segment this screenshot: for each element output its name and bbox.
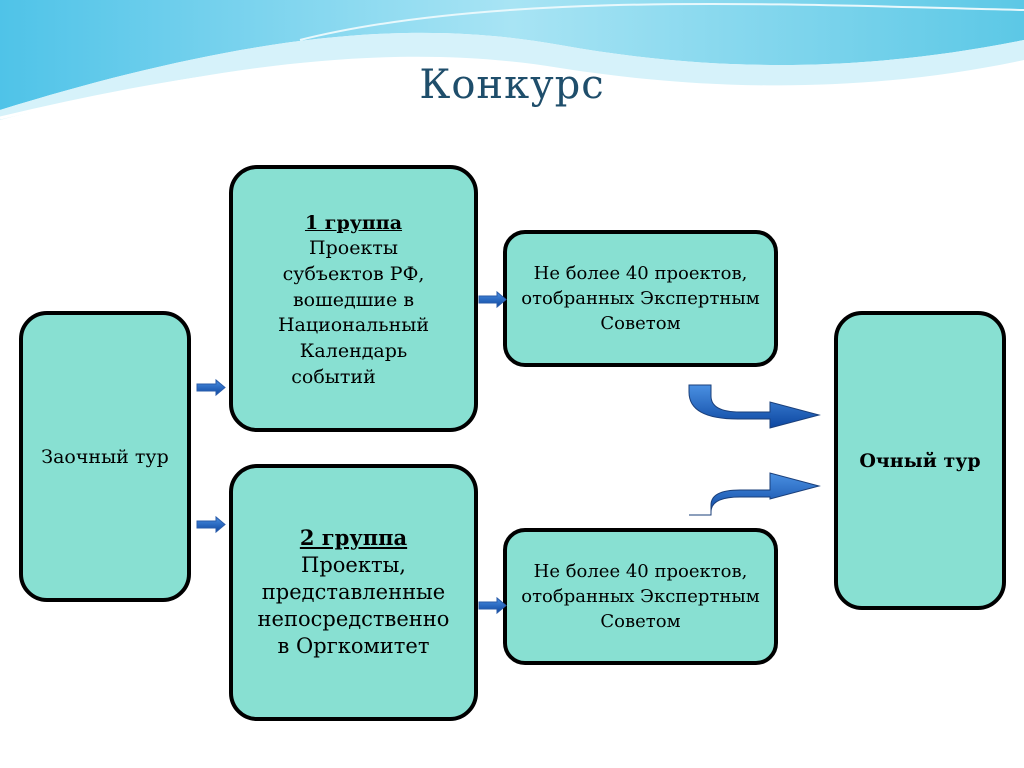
curved-arrow-icon <box>688 384 821 429</box>
node-heading: 1 группа <box>304 211 403 234</box>
node-heading: 2 группа <box>299 525 408 551</box>
node-zaochny-tour: Заочный тур <box>19 311 191 602</box>
arrow-right-icon <box>478 596 507 615</box>
node-line: Не более 40 проектов, <box>533 560 748 582</box>
node-line: Советом <box>600 313 681 335</box>
header-wave-decoration <box>0 0 1024 120</box>
node-line: представленные <box>261 579 446 604</box>
node-line: Национальный <box>277 314 430 337</box>
node-group-1: 1 группа Проекты субъектов РФ, вошедшие … <box>229 165 478 432</box>
arrow-right-icon <box>196 515 226 534</box>
node-line: непосредственно <box>257 607 450 632</box>
page-title: Конкурс <box>419 62 605 108</box>
node-line: событий <box>291 365 376 388</box>
node-line: Календарь <box>299 339 408 362</box>
node-label: Очный тур <box>859 449 981 472</box>
node-line: в Оргкомитет <box>277 634 430 659</box>
node-selection-2: Не более 40 проектов, отобранных Эксперт… <box>503 528 778 665</box>
node-line: Проекты, <box>301 552 406 577</box>
node-line: вошедшие в <box>292 288 415 311</box>
node-line: Проекты <box>309 237 398 260</box>
node-line: субъектов РФ, <box>282 263 425 286</box>
curved-arrow-icon <box>689 472 821 516</box>
node-line: Советом <box>600 611 681 633</box>
node-line: отобранных Экспертным <box>521 585 760 607</box>
node-ochny-tour: Очный тур <box>834 311 1006 610</box>
node-line: Не более 40 проектов, <box>533 262 748 284</box>
node-group-2: 2 группа Проекты, представленные непосре… <box>229 464 478 721</box>
arrow-right-icon <box>196 378 226 397</box>
node-line: отобранных Экспертным <box>521 287 760 309</box>
arrow-right-icon <box>478 290 507 309</box>
node-selection-1: Не более 40 проектов, отобранных Эксперт… <box>503 230 778 367</box>
node-label: Заочный тур <box>41 445 169 468</box>
